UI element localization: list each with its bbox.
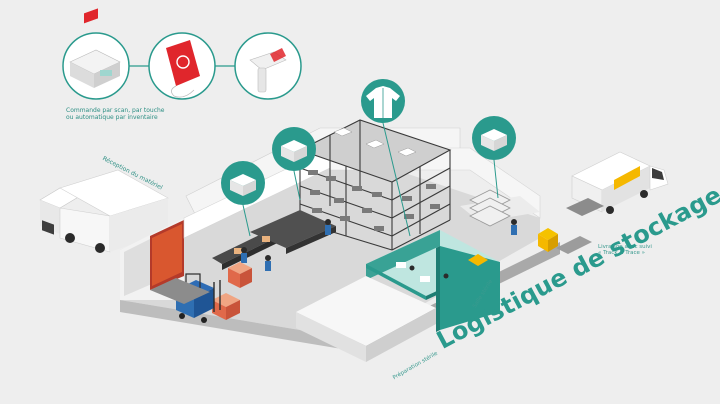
- touch-order-icon: [166, 40, 200, 98]
- order-caption-line2: ou automatique par inventaire: [66, 113, 158, 121]
- delivery-caption-line1: Livraison avec suivi: [598, 244, 652, 250]
- parcel-icon-bubble-2: [272, 127, 316, 201]
- delivery-caption-line2: « Track & Trace »: [598, 250, 645, 257]
- parcel-icon-bubble-3: [472, 116, 516, 199]
- barcode-scanner-icon: [249, 48, 287, 93]
- scanner-station-icon: [69, 8, 121, 88]
- order-caption-line1: Commande par scan, par touche: [66, 107, 165, 114]
- conveyor: [212, 210, 336, 270]
- order-circle-auto: [234, 32, 302, 100]
- parcel-icon-bubble-1: [221, 161, 265, 237]
- order-circle-scan: [62, 8, 130, 100]
- workers: [241, 219, 517, 271]
- sterile-room: [366, 230, 500, 332]
- delivery-caption: Livraison avec suivi « Track & Trace »: [598, 244, 652, 257]
- sterile-gown-icon: [361, 79, 411, 237]
- receiving-truck: [39, 169, 169, 253]
- order-caption: Commande par scan, par touche ou automat…: [66, 107, 165, 122]
- prep-room-block: [296, 276, 436, 362]
- yellow-crate: [538, 228, 558, 252]
- order-circle-touch: [148, 32, 216, 100]
- rack-icon: [298, 119, 452, 251]
